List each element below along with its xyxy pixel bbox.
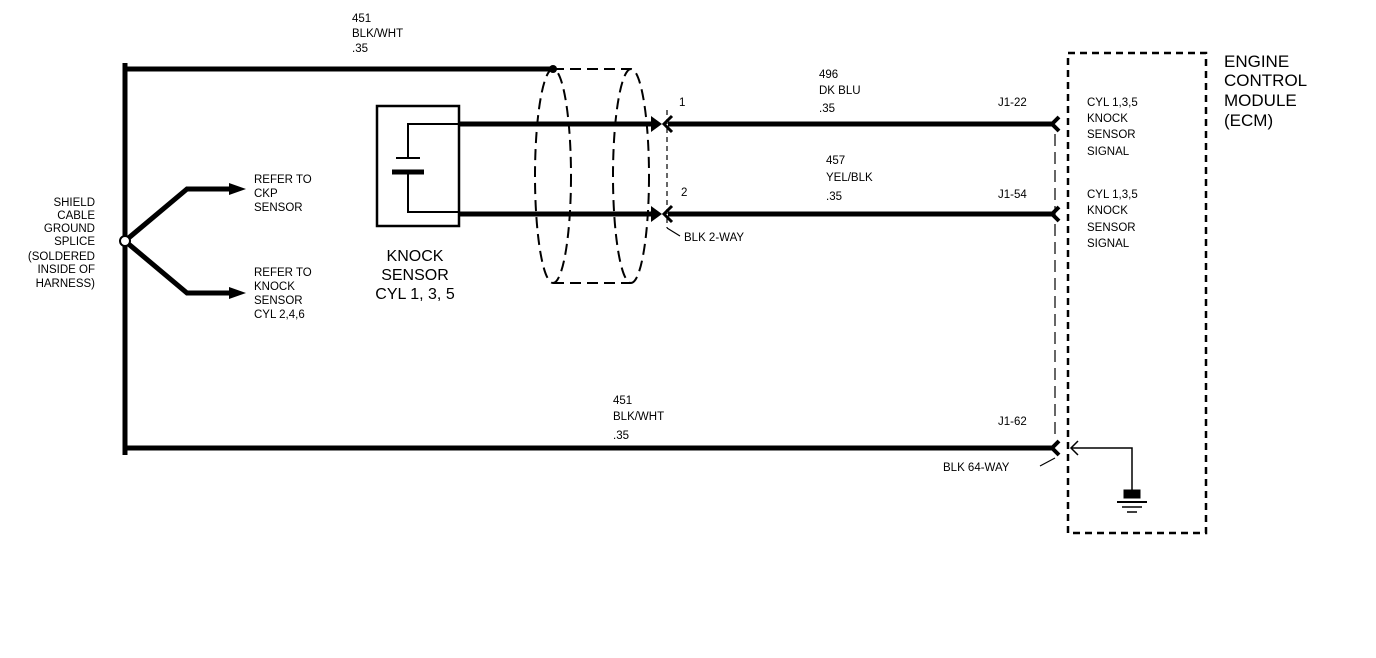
- ecm-pin-j1-62: [1049, 439, 1061, 457]
- svg-text:REFER TO: REFER TO: [254, 267, 312, 279]
- svg-text:SENSOR: SENSOR: [1087, 222, 1136, 234]
- svg-text:KNOCK: KNOCK: [387, 248, 444, 265]
- refer-knock-label: REFER TO KNOCK SENSOR CYL 2,4,6: [254, 267, 312, 321]
- svg-text:SIGNAL: SIGNAL: [1087, 238, 1130, 250]
- svg-text:451: 451: [613, 395, 632, 407]
- ecm-pin-j1-54: [1049, 205, 1061, 223]
- svg-text:HARNESS): HARNESS): [36, 278, 96, 290]
- svg-text:INSIDE OF: INSIDE OF: [37, 264, 95, 276]
- connector-pin2-socket: [661, 204, 674, 224]
- svg-text:DK BLU: DK BLU: [819, 85, 861, 97]
- connector-64way-label: BLK 64-WAY: [943, 462, 1010, 474]
- knock-sensor-component: [375, 104, 461, 228]
- ecm-box: [1066, 51, 1208, 535]
- svg-text:CKP: CKP: [254, 188, 278, 200]
- svg-text:CYL 1,3,5: CYL 1,3,5: [1087, 97, 1138, 109]
- svg-text:KNOCK: KNOCK: [254, 281, 295, 293]
- refer-ckp-label: REFER TO CKP SENSOR: [254, 174, 312, 214]
- svg-text:(ECM): (ECM): [1224, 111, 1273, 130]
- svg-text:1: 1: [679, 97, 685, 109]
- svg-text:SHIELD: SHIELD: [53, 197, 95, 209]
- svg-text:CYL 2,4,6: CYL 2,4,6: [254, 309, 305, 321]
- svg-text:.35: .35: [613, 430, 629, 442]
- svg-text:KNOCK: KNOCK: [1087, 205, 1128, 217]
- ecm-signal-1-label: CYL 1,3,5 KNOCK SENSOR SIGNAL: [1087, 97, 1138, 158]
- svg-text:SIGNAL: SIGNAL: [1087, 146, 1130, 158]
- svg-text:CABLE: CABLE: [57, 210, 95, 222]
- splice-point: [119, 235, 131, 247]
- svg-text:457: 457: [826, 155, 845, 167]
- svg-text:CONTROL: CONTROL: [1224, 71, 1307, 90]
- svg-text:REFER TO: REFER TO: [254, 174, 312, 186]
- cable-shield: [534, 68, 650, 284]
- knock-246-arrow: [229, 287, 246, 299]
- connector-64way-leader: [1039, 457, 1056, 467]
- signal-wire-2-label: 2 457 YEL/BLK .35 J1-54: [681, 155, 1027, 203]
- ckp-arrow: [229, 183, 246, 195]
- svg-text:SENSOR: SENSOR: [254, 295, 303, 307]
- svg-text:.35: .35: [819, 103, 835, 115]
- ecm-ground-symbol: [1072, 447, 1147, 513]
- ecm-pin-j1-62-socket: [1069, 440, 1079, 456]
- connector-2way-leader: [666, 227, 681, 237]
- knock-sensor-label: KNOCK SENSOR CYL 1, 3, 5: [375, 248, 455, 303]
- svg-text:451: 451: [352, 13, 371, 25]
- connector-pin1-socket: [661, 114, 674, 134]
- knock-246-branch-wire: [123, 239, 232, 296]
- top-wire-label: 451 BLK/WHT .35: [352, 13, 403, 55]
- svg-text:(SOLDERED: (SOLDERED: [28, 251, 95, 263]
- svg-text:CYL 1,3,5: CYL 1,3,5: [1087, 189, 1138, 201]
- ground-pin-label: J1-62: [998, 416, 1027, 428]
- svg-text:SPLICE: SPLICE: [54, 236, 95, 248]
- ecm-signal-2-label: CYL 1,3,5 KNOCK SENSOR SIGNAL: [1087, 189, 1138, 250]
- svg-text:.35: .35: [352, 43, 368, 55]
- svg-text:J1-54: J1-54: [998, 189, 1027, 201]
- ckp-branch-wire: [123, 186, 232, 243]
- svg-text:SENSOR: SENSOR: [381, 267, 449, 284]
- svg-text:2: 2: [681, 187, 687, 199]
- harness-wires: [122, 63, 1052, 455]
- svg-text:GROUND: GROUND: [44, 223, 95, 235]
- svg-text:J1-22: J1-22: [998, 97, 1027, 109]
- svg-text:496: 496: [819, 69, 838, 81]
- connector-pin1-arrow: [651, 116, 662, 132]
- ecm-pin-j1-22: [1049, 115, 1061, 133]
- signal-wire-1-label: 1 496 DK BLU .35 J1-22: [679, 69, 1027, 115]
- svg-text:MODULE: MODULE: [1224, 91, 1297, 110]
- svg-text:CYL 1, 3, 5: CYL 1, 3, 5: [375, 286, 455, 303]
- svg-text:YEL/BLK: YEL/BLK: [826, 172, 873, 184]
- ecm-title: ENGINE CONTROL MODULE (ECM): [1224, 52, 1307, 130]
- svg-text:KNOCK: KNOCK: [1087, 113, 1128, 125]
- svg-text:.35: .35: [826, 191, 842, 203]
- svg-text:SENSOR: SENSOR: [1087, 129, 1136, 141]
- connector-pin2-arrow: [651, 206, 662, 222]
- bottom-wire-label: 451 BLK/WHT .35: [613, 395, 664, 442]
- splice-label: SHIELD CABLE GROUND SPLICE (SOLDERED INS…: [28, 197, 95, 290]
- svg-text:SENSOR: SENSOR: [254, 202, 303, 214]
- svg-text:ENGINE: ENGINE: [1224, 52, 1289, 71]
- svg-text:BLK/WHT: BLK/WHT: [352, 28, 403, 40]
- svg-text:BLK/WHT: BLK/WHT: [613, 411, 664, 423]
- connector-2way-label: BLK 2-WAY: [684, 232, 744, 244]
